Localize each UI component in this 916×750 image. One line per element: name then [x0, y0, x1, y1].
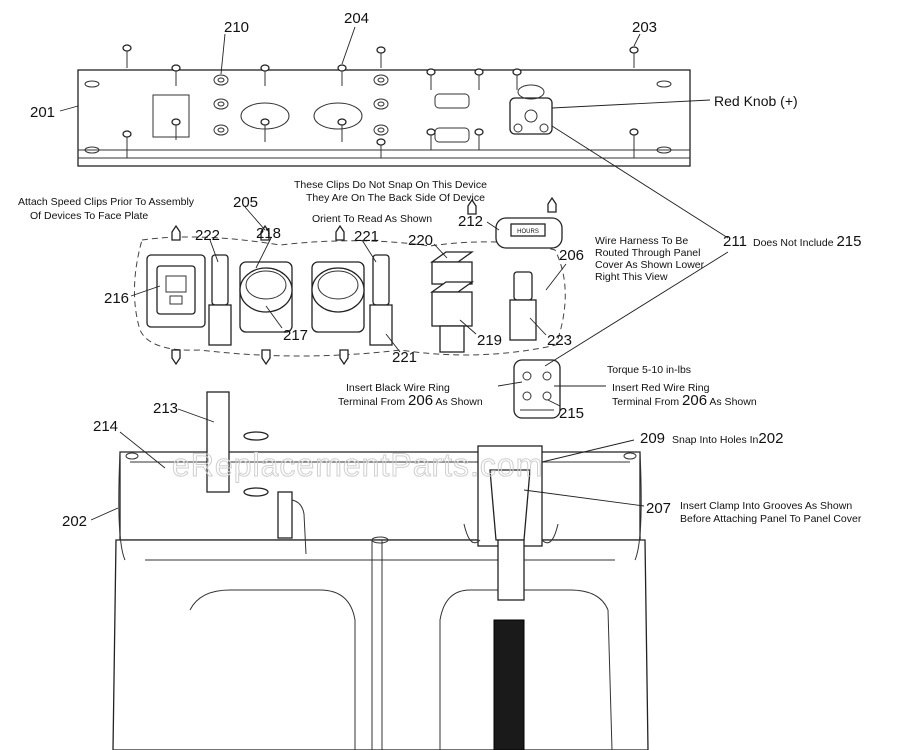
- note-wire-harness-line3: Cover As Shown Lower: [595, 259, 705, 271]
- part-label-221-top: 221: [354, 228, 379, 245]
- note-torque: Torque 5-10 in-lbs: [607, 364, 691, 376]
- note-speed-clips-line2: Of Devices To Face Plate: [30, 210, 148, 222]
- part-label-201: 201: [30, 104, 55, 121]
- note-clamp-line2: Before Attaching Panel To Panel Cover: [680, 513, 862, 525]
- note-red-knob: Red Knob (+): [714, 93, 798, 109]
- note-wire-harness-line4: Right This View: [595, 271, 668, 283]
- part-label-204: 204: [344, 10, 369, 27]
- connector-214: [277, 491, 307, 555]
- bracket-213: [206, 391, 269, 497]
- note-red-ring-line2: Terminal From 206 As Shown: [612, 392, 757, 409]
- part-label-206: 206: [559, 247, 584, 264]
- note-clips-no-snap-line1: These Clips Do Not Snap On This Device: [294, 179, 487, 191]
- note-does-not-include: Does Not Include 215: [753, 233, 862, 250]
- part-label-213: 213: [153, 400, 178, 417]
- note-black-ring-line2: Terminal From 206 As Shown: [338, 392, 483, 409]
- part-label-222: 222: [195, 227, 220, 244]
- switch-219-220: [429, 251, 475, 353]
- note-snap-holes: Snap Into Holes In202: [672, 430, 783, 447]
- nut-icon: [213, 74, 389, 136]
- hour-meter-label: HOURS: [517, 229, 539, 235]
- round-outlet-218: [311, 261, 365, 333]
- receptacle-216: [146, 254, 206, 328]
- panel-cover: [112, 451, 649, 750]
- note-black-ring-line1: Insert Black Wire Ring: [346, 382, 450, 394]
- note-clamp-line1: Insert Clamp Into Grooves As Shown: [680, 500, 852, 512]
- part-label-218: 218: [256, 225, 281, 242]
- part-label-223: 223: [547, 332, 572, 349]
- red-knob-icon: [509, 84, 553, 135]
- note-speed-clips-line1: Attach Speed Clips Prior To Assembly: [18, 196, 195, 208]
- note-red-ring-line1: Insert Red Wire Ring: [612, 382, 710, 394]
- part-label-209: 209: [640, 430, 665, 447]
- device-223: [509, 271, 537, 341]
- face-plate: [77, 69, 691, 167]
- part-label-220: 220: [408, 232, 433, 249]
- note-wire-harness-line2: Routed Through Panel: [595, 247, 700, 259]
- part-number-labels: 201 202 203 204 205 206 207 209 210 211 …: [30, 10, 747, 530]
- note-clips-no-snap-line2: They Are On The Back Side Of Device: [306, 192, 485, 204]
- part-label-203: 203: [632, 19, 657, 36]
- part-label-211: 211: [723, 233, 747, 250]
- part-label-219: 219: [477, 332, 502, 349]
- leader-lines: [59, 26, 729, 521]
- note-orient: Orient To Read As Shown: [312, 213, 432, 225]
- part-label-212: 212: [458, 213, 483, 230]
- note-wire-harness-line1: Wire Harness To Be: [595, 235, 688, 247]
- part-label-207: 207: [646, 500, 671, 517]
- part-label-221-bottom: 221: [392, 349, 417, 366]
- assembly-notes: Red Knob (+) Attach Speed Clips Prior To…: [18, 93, 862, 525]
- part-label-210: 210: [224, 19, 249, 36]
- breaker-221: [369, 254, 393, 346]
- terminal-block-215: [513, 359, 561, 419]
- part-label-214: 214: [93, 418, 118, 435]
- hour-meter-212: HOURS: [495, 217, 563, 249]
- part-label-216: 216: [104, 290, 129, 307]
- device-group-outline: [134, 236, 566, 357]
- part-label-205: 205: [233, 194, 258, 211]
- part-label-202: 202: [62, 513, 87, 530]
- part-label-217: 217: [283, 327, 308, 344]
- part-label-215: 215: [559, 405, 584, 422]
- screw-icons: [122, 44, 639, 158]
- speed-clip-icons: [171, 196, 557, 366]
- watermark: eReplacementParts.com: [172, 447, 543, 483]
- breaker-222: [208, 254, 232, 346]
- clamp-handle-207: [463, 445, 559, 750]
- round-outlet-217: [239, 261, 293, 333]
